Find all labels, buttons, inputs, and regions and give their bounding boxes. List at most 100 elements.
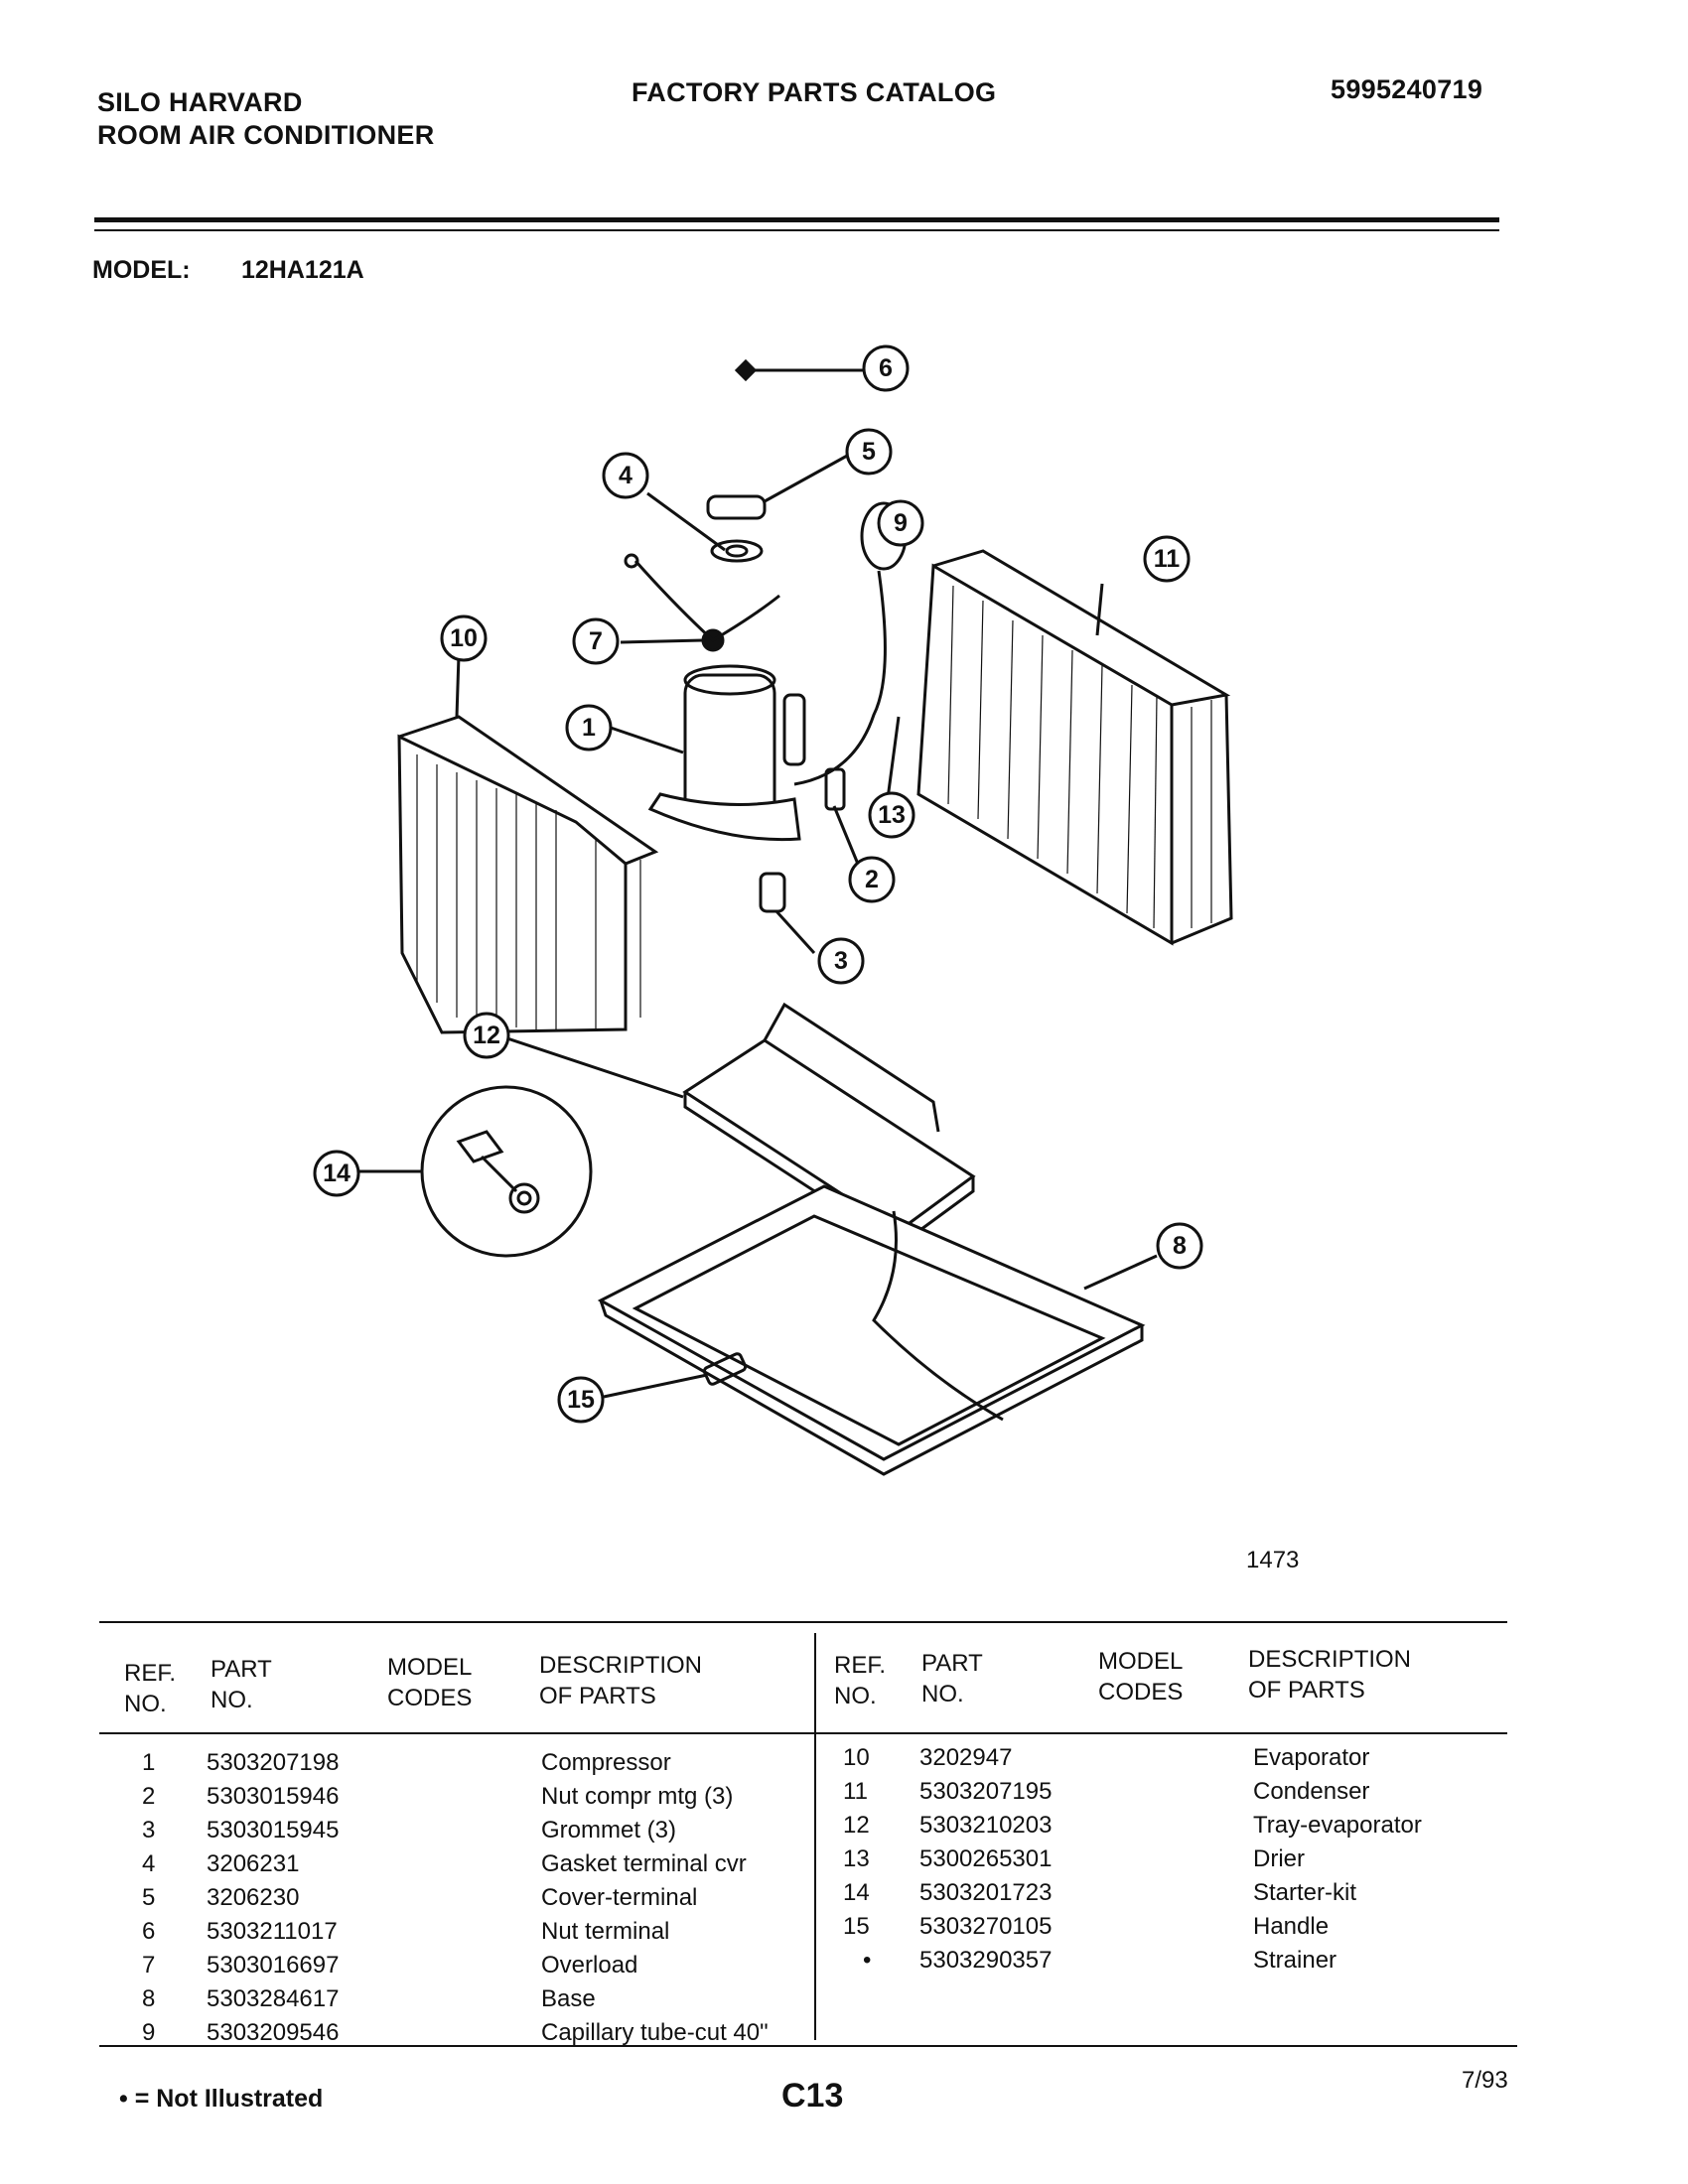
exploded-parts-diagram: 6 5 4 9 11 10 7 1 13 2 3 12 14 8 15	[313, 344, 1233, 1476]
callout-label: 10	[450, 624, 478, 652]
description: Compressor	[541, 1749, 671, 1776]
not-illustrated-note: • = Not Illustrated	[119, 2085, 324, 2113]
callout-7: 7	[572, 617, 620, 665]
ref-no: 6	[142, 1918, 156, 1945]
description: Handle	[1253, 1913, 1330, 1940]
part-no: 5303201723	[919, 1879, 1053, 1906]
col-part-no: PART NO.	[921, 1650, 983, 1707]
ref-no: 10	[843, 1744, 870, 1771]
ref-no: 7	[142, 1952, 156, 1979]
callout-label: 5	[862, 438, 876, 466]
description: Gasket terminal cvr	[541, 1850, 747, 1877]
catalog-number: 5995240719	[1331, 74, 1483, 104]
ref-no: 5	[142, 1884, 156, 1911]
description: Nut terminal	[541, 1918, 670, 1945]
callout-15: 15	[557, 1376, 605, 1424]
part-no: 5303016697	[207, 1952, 340, 1979]
callout-4: 4	[602, 452, 649, 499]
description: Evaporator	[1253, 1744, 1370, 1771]
ref-no: •	[863, 1947, 872, 1974]
ref-no: 13	[843, 1845, 870, 1872]
callout-label: 7	[589, 627, 603, 655]
callout-6: 6	[862, 344, 910, 392]
part-no: 3202947	[919, 1744, 1013, 1771]
model-number: 12HA121A	[241, 256, 364, 284]
header-rule-thin	[94, 229, 1499, 231]
callout-10: 10	[440, 614, 488, 662]
description: Capillary tube-cut 40"	[541, 2019, 769, 2046]
ref-no: 8	[142, 1985, 156, 2012]
callout-label: 6	[879, 354, 893, 382]
description: Tray-evaporator	[1253, 1812, 1422, 1839]
col-model-codes: MODEL CODES	[387, 1654, 473, 1711]
col-model-codes: MODEL CODES	[1098, 1648, 1184, 1706]
callout-label: 9	[894, 509, 908, 537]
part-no: 3206230	[207, 1884, 300, 1911]
callout-label: 2	[865, 866, 879, 893]
callout-label: 4	[619, 462, 633, 489]
callout-13: 13	[868, 791, 915, 839]
table-top-rule	[99, 1621, 1507, 1623]
callout-5: 5	[845, 428, 893, 476]
description: Cover-terminal	[541, 1884, 698, 1911]
col-ref-no: REF. NO.	[834, 1652, 887, 1709]
ref-no: 15	[843, 1913, 870, 1940]
part-no: 5303290357	[919, 1947, 1053, 1974]
callout-label: 14	[323, 1160, 351, 1187]
callout-9: 9	[877, 499, 924, 547]
model-label: MODEL:	[92, 256, 191, 284]
callout-12: 12	[463, 1012, 510, 1059]
col-ref-no: REF. NO.	[124, 1660, 177, 1717]
callout-label: 13	[878, 801, 906, 829]
callout-14: 14	[313, 1150, 360, 1197]
callout-1: 1	[565, 704, 613, 751]
table-column-divider	[814, 1633, 816, 2040]
ref-no: 3	[142, 1817, 156, 1843]
ref-no: 11	[843, 1778, 868, 1805]
part-no: 5303211017	[207, 1918, 338, 1945]
part-no: 5303015946	[207, 1783, 340, 1810]
part-no: 5300265301	[919, 1845, 1053, 1872]
description: Drier	[1253, 1845, 1305, 1872]
drawing-number: 1473	[1246, 1547, 1300, 1573]
description: Nut compr mtg (3)	[541, 1783, 734, 1810]
callout-8: 8	[1156, 1222, 1203, 1270]
part-no: 5303015945	[207, 1817, 340, 1843]
product-name: ROOM AIR CONDITIONER	[97, 120, 435, 150]
page-number: C13	[781, 2077, 844, 2115]
part-no: 5303270105	[919, 1913, 1053, 1940]
ref-no: 14	[843, 1879, 870, 1906]
col-part-no: PART NO.	[211, 1656, 272, 1713]
ref-no: 2	[142, 1783, 156, 1810]
callout-11: 11	[1143, 535, 1191, 583]
revision-date: 7/93	[1462, 2067, 1508, 2094]
part-no: 5303284617	[207, 1985, 340, 2012]
description: Grommet (3)	[541, 1817, 677, 1843]
catalog-title: FACTORY PARTS CATALOG	[632, 77, 997, 107]
ref-no: 4	[142, 1850, 156, 1877]
callout-label: 8	[1173, 1232, 1187, 1260]
callout-label: 12	[473, 1022, 500, 1049]
table-bottom-rule	[99, 2045, 1517, 2047]
ref-no: 12	[843, 1812, 870, 1839]
description: Starter-kit	[1253, 1879, 1357, 1906]
description: Strainer	[1253, 1947, 1337, 1974]
table-header-rule	[99, 1732, 1507, 1734]
ref-no: 1	[142, 1749, 156, 1776]
part-no: 3206231	[207, 1850, 300, 1877]
part-no: 5303210203	[919, 1812, 1053, 1839]
callout-label: 3	[834, 947, 848, 975]
callout-3: 3	[817, 937, 865, 985]
header-rule	[94, 217, 1499, 222]
col-description: DESCRIPTION OF PARTS	[1248, 1646, 1412, 1704]
callout-label: 11	[1154, 545, 1181, 573]
description: Condenser	[1253, 1778, 1370, 1805]
part-no: 5303207198	[207, 1749, 340, 1776]
description: Base	[541, 1985, 596, 2012]
description: Overload	[541, 1952, 638, 1979]
part-no: 5303207195	[919, 1778, 1053, 1805]
callout-label: 15	[567, 1386, 595, 1414]
ref-no: 9	[142, 2019, 156, 2046]
brand-name: SILO HARVARD	[97, 87, 303, 117]
col-description: DESCRIPTION OF PARTS	[539, 1652, 703, 1709]
